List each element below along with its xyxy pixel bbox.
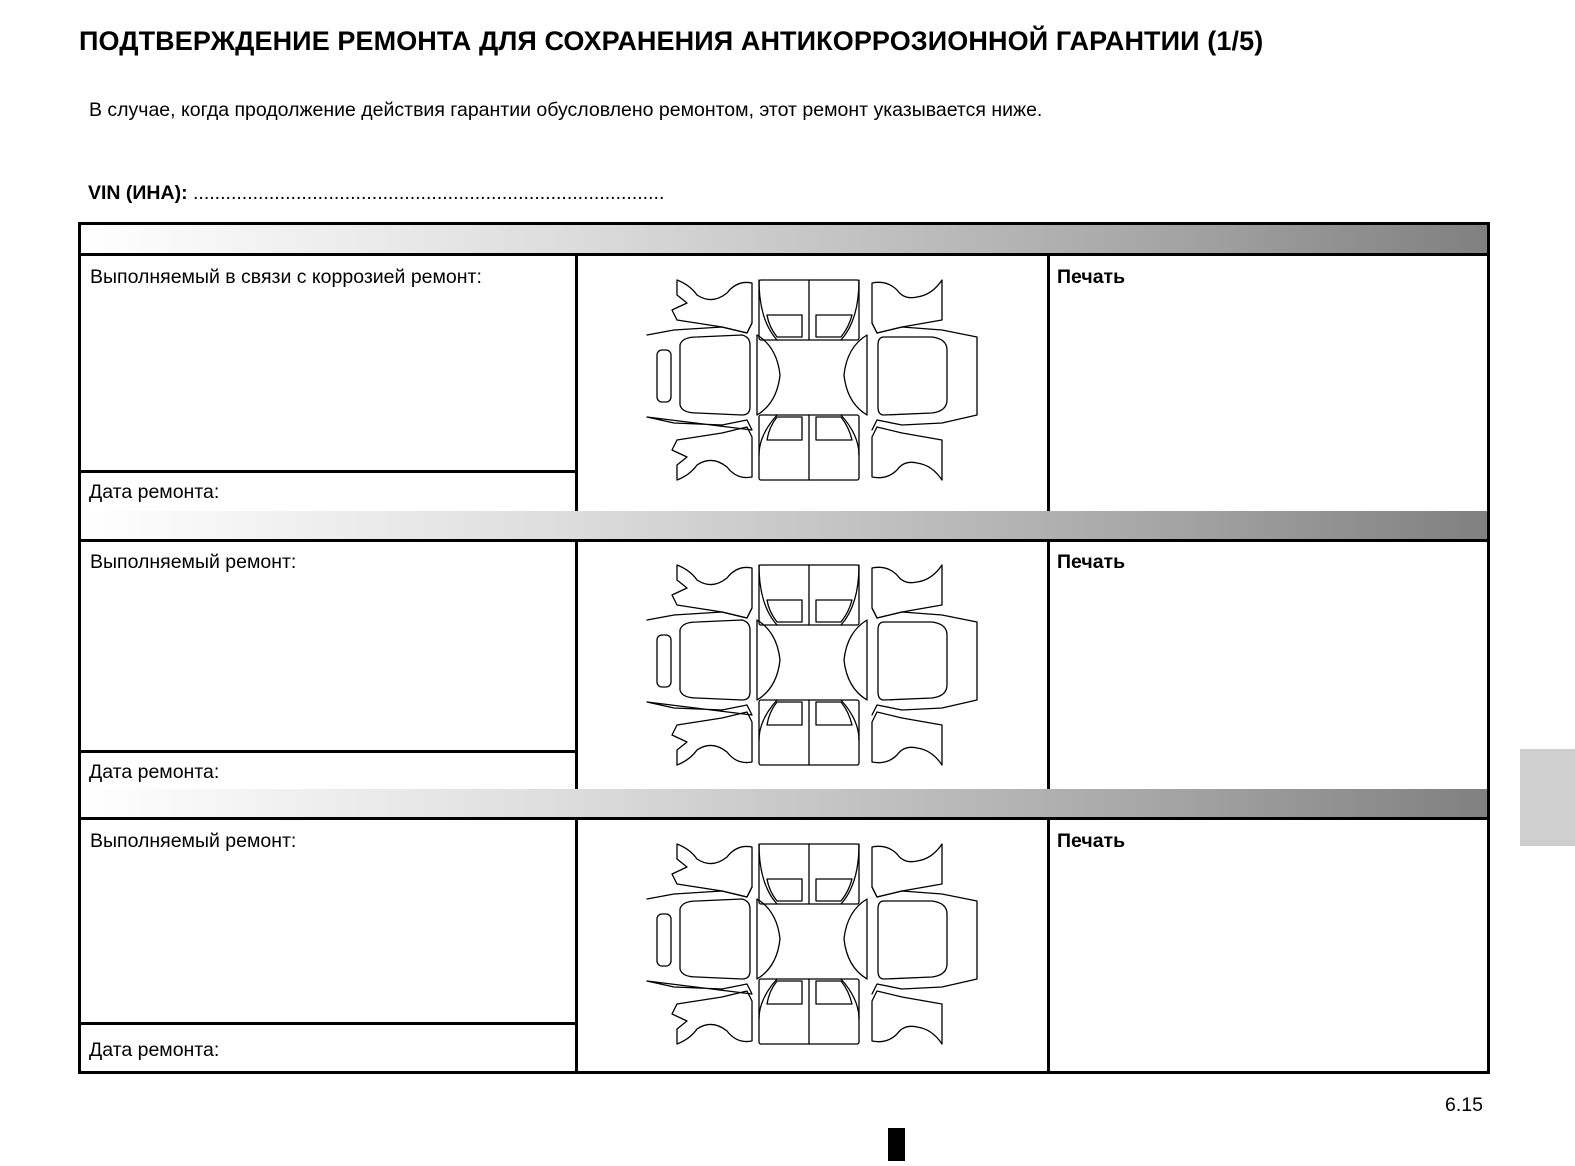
repair-form: Выполняемый в связи с коррозией ремонт: …	[78, 222, 1490, 1074]
page-number: 6.15	[1445, 1094, 1483, 1116]
block-2-divider-left	[575, 542, 578, 789]
vin-label: VIN (ИНА):	[88, 182, 188, 204]
block-2-header-bar	[81, 511, 1487, 542]
block-3-date-separator	[81, 1022, 577, 1025]
vin-dots: ........................................…	[193, 182, 665, 204]
block-1-stamp-label: Печать	[1057, 266, 1126, 288]
block-3-header-bar	[81, 789, 1487, 820]
block-2-date-label: Дата ремонта:	[89, 761, 220, 783]
car-body-diagram-icon	[642, 560, 982, 770]
block-3-stamp-label: Печать	[1057, 830, 1126, 852]
vin-line: VIN (ИНА): .............................…	[88, 182, 664, 205]
block-1-divider-right	[1047, 256, 1050, 511]
block-1-repair-label: Выполняемый в связи с коррозией ремонт:	[90, 266, 482, 288]
block-2-divider-right	[1047, 542, 1050, 789]
block-3-divider-left	[575, 820, 578, 1074]
block-2-repair-label: Выполняемый ремонт:	[90, 551, 297, 573]
block-2-date-separator	[81, 750, 577, 753]
car-body-diagram-icon	[642, 275, 982, 485]
block-2-stamp-label: Печать	[1057, 551, 1126, 573]
block-1-header-bar	[81, 225, 1487, 256]
car-body-diagram-icon	[642, 839, 982, 1049]
block-1-date-separator	[81, 470, 577, 473]
block-1-divider-left	[575, 256, 578, 511]
intro-text: В случае, когда продолжение действия гар…	[89, 99, 1043, 121]
block-3-divider-right	[1047, 820, 1050, 1074]
page-title: ПОДТВЕРЖДЕНИЕ РЕМОНТА ДЛЯ СОХРАНЕНИЯ АНТ…	[79, 26, 1264, 56]
bottom-marker	[888, 1128, 905, 1161]
block-3-repair-label: Выполняемый ремонт:	[90, 830, 297, 852]
section-tab	[1520, 749, 1575, 846]
block-1-date-label: Дата ремонта:	[89, 481, 220, 503]
block-3-date-label: Дата ремонта:	[89, 1039, 220, 1061]
